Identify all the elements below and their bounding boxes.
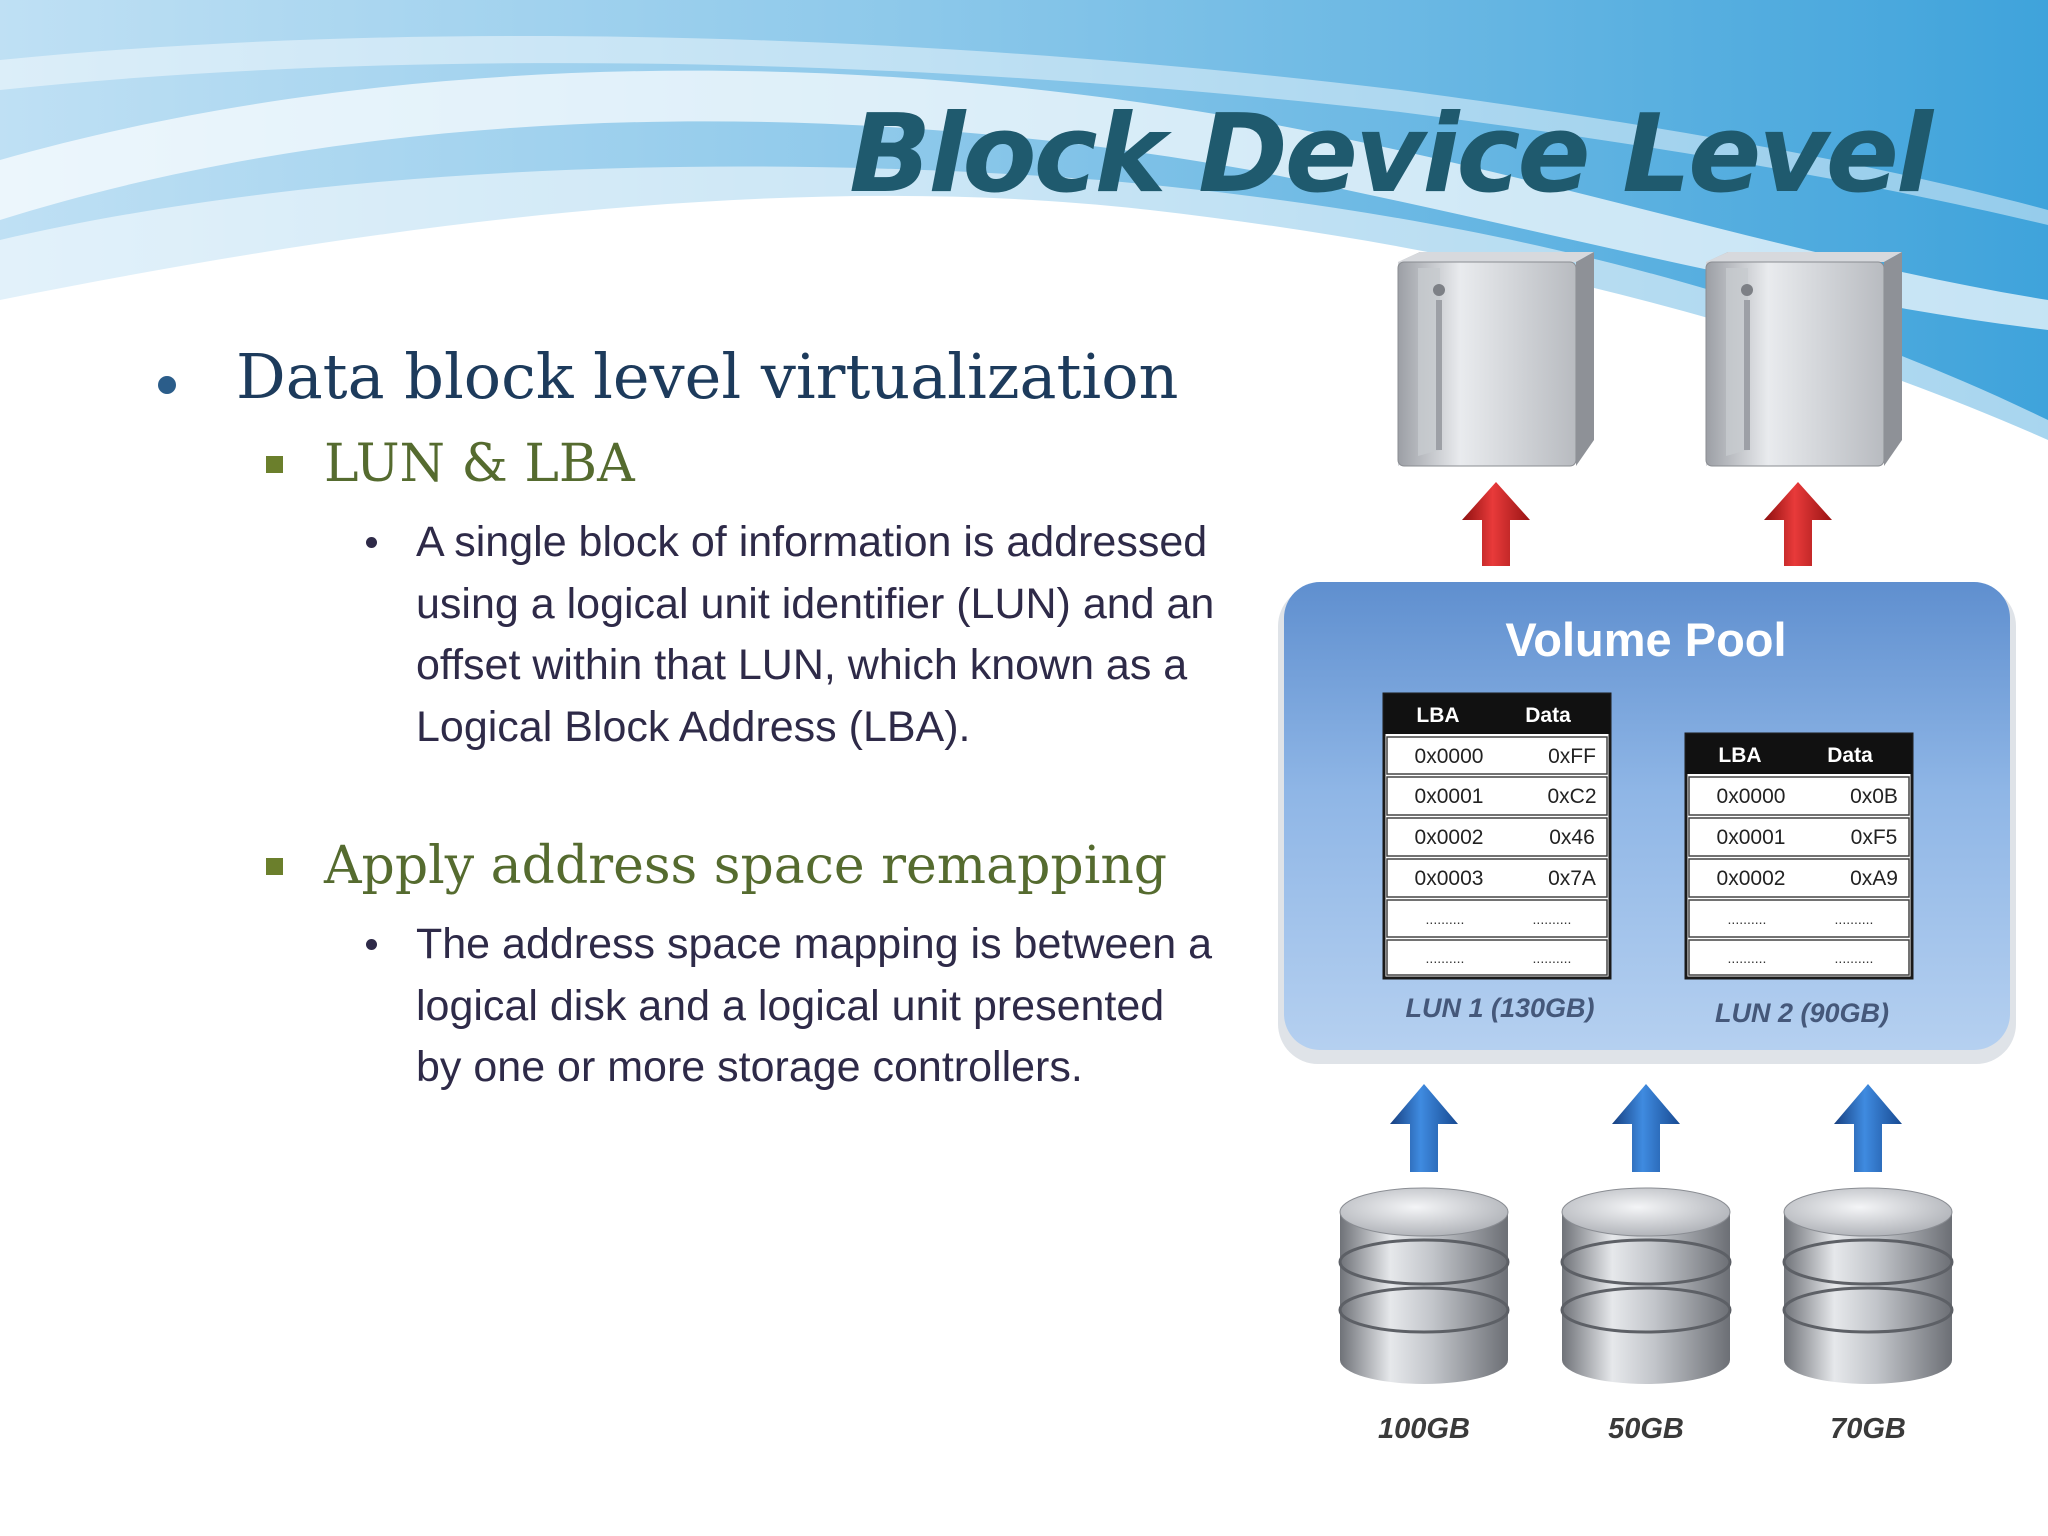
bullet-square-icon [266,858,283,875]
bullet-text: The address space mapping is between a l… [416,920,1212,1091]
disk-stack-icon: 50GB [1560,1187,1732,1445]
table-caption: LUN 2 (90GB) [1715,998,1889,1028]
disk-label: 50GB [1608,1413,1684,1445]
disk-label: 100GB [1378,1413,1470,1445]
bullet-text: LUN & LBA [324,434,635,494]
table-cell: .......... [1835,950,1874,966]
table-cell: 0xF5 [1851,826,1898,849]
table-cell: 0x0002 [1415,826,1484,849]
blue-up-arrow-icon [1834,1084,1902,1172]
table-cell: .......... [1533,911,1572,927]
blue-up-arrow-icon [1612,1084,1680,1172]
bullet-dot-icon [158,376,176,394]
volume-pool-diagram: Volume Pool LBA Data 0x0000 0xFF 0x0001 … [1278,252,2016,1445]
table-header: LBA [1416,704,1459,727]
disk-stack-icon: 100GB [1338,1187,1510,1445]
red-up-arrow-icon [1764,482,1832,566]
table-header: Data [1827,744,1873,767]
bullet-dot-icon [366,939,377,950]
volume-pool-label: Volume Pool [1505,613,1786,666]
table-cell: .......... [1533,950,1572,966]
table-cell: 0xFF [1548,745,1596,768]
table-caption: LUN 1 (130GB) [1405,993,1594,1023]
disk-stack-icon: 70GB [1782,1187,1954,1445]
server-tower-icon [1397,252,1594,467]
table-cell: .......... [1728,950,1767,966]
table-header: LBA [1718,744,1761,767]
bullet-text: Data block level virtualization [236,340,1179,413]
table-cell: 0xC2 [1547,785,1596,808]
server-tower-icon [1705,252,1902,467]
red-up-arrow-icon [1462,482,1530,566]
table-cell: .......... [1835,911,1874,927]
table-cell: 0x0003 [1415,867,1484,890]
table-cell: 0x0000 [1415,745,1484,768]
bullet-square-icon [266,456,283,473]
bullet-list: Data block level virtualization LUN & LB… [0,0,1214,1200]
lun2-table: LBA Data 0x0000 0x0B 0x0001 0xF5 0x0002 … [1684,732,1914,1028]
bullet-text: Apply address space remapping [324,836,1168,896]
table-header: Data [1525,704,1571,727]
bullet-text: A single block of information is address… [416,518,1215,751]
disk-label: 70GB [1830,1413,1906,1445]
table-cell: 0x46 [1549,826,1595,849]
table-cell: 0x7A [1548,867,1596,890]
table-cell: .......... [1728,911,1767,927]
slide-title: Block Device Level [849,92,1933,217]
table-cell: 0x0002 [1717,867,1786,890]
table-cell: 0x0B [1850,785,1898,808]
table-cell: .......... [1426,911,1465,927]
table-cell: 0x0001 [1717,826,1786,849]
table-cell: 0xA9 [1850,867,1898,890]
lun1-table: LBA Data 0x0000 0xFF 0x0001 0xC2 0x0002 … [1382,692,1612,1023]
bullet-dot-icon [366,537,377,548]
table-cell: .......... [1426,950,1465,966]
table-cell: 0x0000 [1717,785,1786,808]
blue-up-arrow-icon [1390,1084,1458,1172]
table-cell: 0x0001 [1415,785,1484,808]
